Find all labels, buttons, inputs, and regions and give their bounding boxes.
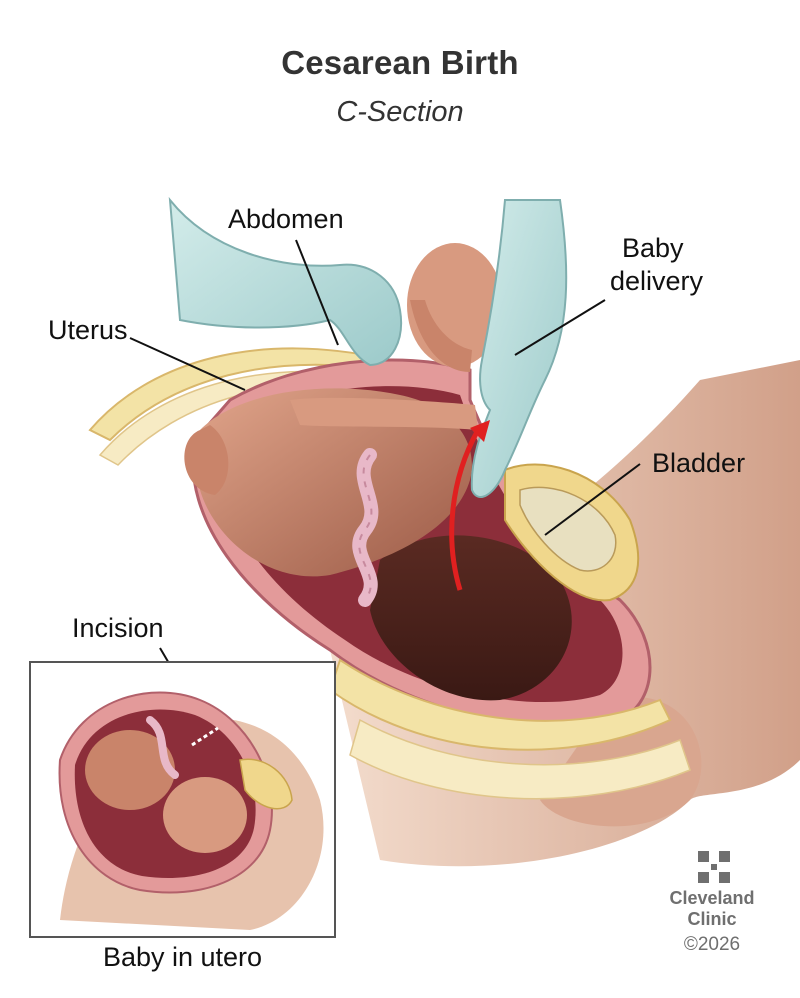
inset-caption: Baby in utero [102, 942, 263, 972]
lower-layer [349, 718, 691, 800]
leader-abdomen [295, 239, 339, 346]
page-subtitle: C-Section [336, 96, 464, 128]
label-abdomen: Abdomen [228, 204, 344, 234]
brand-name-line2: Clinic [687, 909, 737, 929]
umbilical-cord-twist [358, 454, 373, 601]
label-bladder: Bladder [652, 448, 746, 478]
leader-baby-delivery [514, 299, 606, 356]
inset-baby-head [163, 777, 247, 853]
brand-copyright: ©2026 [683, 934, 741, 955]
page-title: Cesarean Birth [281, 44, 519, 81]
label-baby-delivery: Baby delivery [610, 232, 703, 298]
baby-head-lower [370, 535, 572, 701]
label-baby-delivery-line1: Baby [622, 233, 684, 263]
delivery-arrow-head [470, 420, 490, 442]
baby-knee [184, 425, 229, 495]
label-uterus: Uterus [48, 315, 128, 345]
brand-name-line1: Cleveland [669, 888, 755, 908]
brand-block: Cleveland Clinic ©2026 [662, 848, 762, 956]
baby-body [200, 388, 472, 577]
inset-cord [146, 716, 179, 779]
delivery-arrow [449, 428, 481, 591]
inset-illustration [58, 691, 324, 930]
cleveland-clinic-logo-icon [698, 851, 730, 883]
inset-baby-body [85, 730, 175, 810]
leader-uterus [129, 337, 246, 391]
inset-incision-mark [191, 726, 219, 747]
glove-right [470, 199, 568, 498]
baby-face [410, 300, 472, 372]
label-incision: Incision [72, 613, 164, 643]
pelvic-floor-layer [328, 658, 672, 751]
glove-left [168, 196, 403, 367]
label-baby-delivery-line2: delivery [610, 266, 704, 296]
inset-bladder [239, 758, 293, 810]
baby-arm [290, 397, 478, 430]
leader-bladder [544, 463, 641, 536]
bladder-inner [519, 486, 617, 572]
